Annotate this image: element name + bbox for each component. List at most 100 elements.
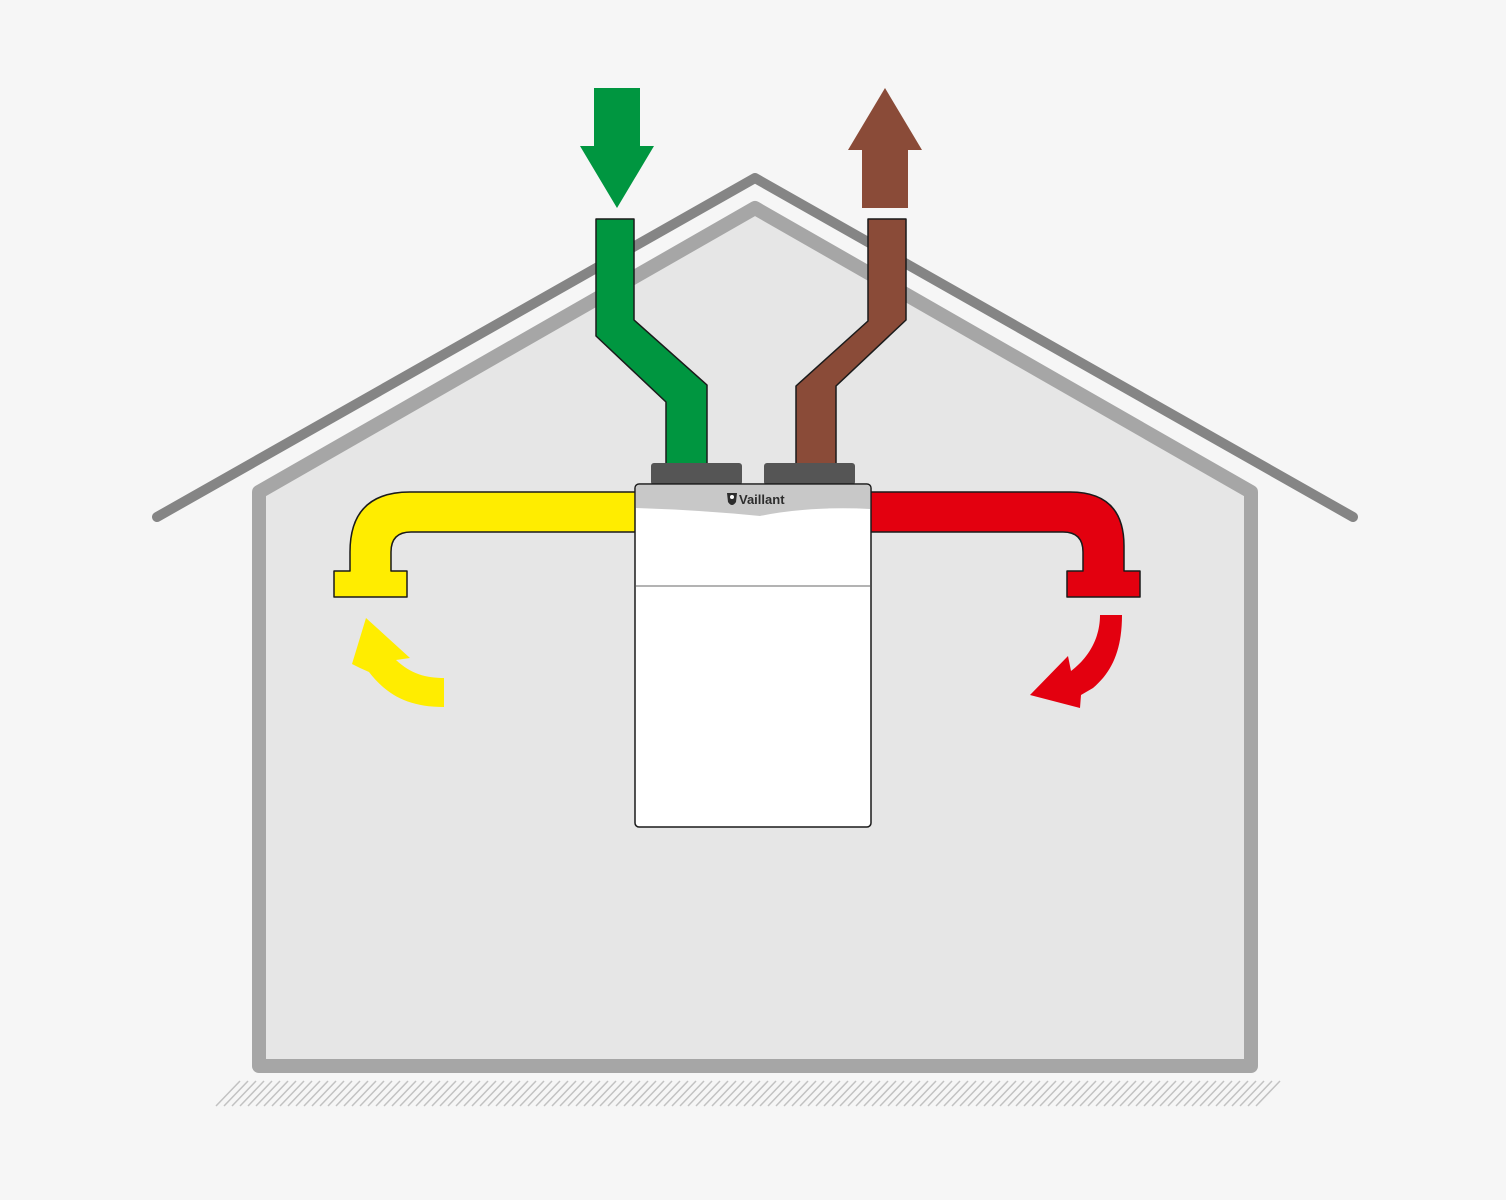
curved-arrow-icon <box>352 618 444 707</box>
ground-hatch-line <box>1255 1080 1281 1107</box>
ground-hatch-line <box>1223 1080 1249 1107</box>
ground-hatch-line <box>1215 1080 1241 1107</box>
ground-hatch-line <box>1127 1080 1153 1107</box>
ground-hatch-line <box>1031 1080 1057 1107</box>
supply-air-duct <box>333 491 637 598</box>
ground-hatch-line <box>1135 1080 1161 1107</box>
ground-hatch-line <box>391 1080 417 1107</box>
ground-hatch-line <box>591 1080 617 1107</box>
ground-hatch-line <box>975 1080 1001 1107</box>
ground-hatch-line <box>655 1080 681 1107</box>
ground-hatch-line <box>1055 1080 1081 1107</box>
ground-hatch-line <box>847 1080 873 1107</box>
ground-hatch-line <box>775 1080 801 1107</box>
ground-hatch-line <box>503 1080 529 1107</box>
ground-hatch-line <box>1039 1080 1065 1107</box>
ground-hatch-line <box>559 1080 585 1107</box>
ground-hatch-line <box>831 1080 857 1107</box>
ground-hatch-line <box>743 1080 769 1107</box>
connector-right <box>764 463 855 485</box>
ground-hatch-line <box>439 1080 465 1107</box>
ground-hatch-line <box>679 1080 705 1107</box>
ground-hatch-line <box>487 1080 513 1107</box>
ground-hatch-line <box>1247 1080 1273 1107</box>
ground-hatch-line <box>911 1080 937 1107</box>
ground-hatch-line <box>423 1080 449 1107</box>
ground-hatch-line <box>447 1080 473 1107</box>
ground-hatch-line <box>1143 1080 1169 1107</box>
ground-hatch-line <box>1231 1080 1257 1107</box>
ground-hatch-line <box>639 1080 665 1107</box>
curved-arrow-icon <box>1030 615 1122 708</box>
ground-hatch-line <box>1071 1080 1097 1107</box>
ground-hatch-line <box>1239 1080 1265 1107</box>
ground-hatch-line <box>807 1080 833 1107</box>
ground-hatch-line <box>527 1080 553 1107</box>
ground-hatch-line <box>1063 1080 1089 1107</box>
ground-hatch-line <box>919 1080 945 1107</box>
ground-hatch-line <box>895 1080 921 1107</box>
ground-hatch-line <box>263 1080 289 1107</box>
ground-hatch-line <box>615 1080 641 1107</box>
ground-hatch-line <box>383 1080 409 1107</box>
ground-hatch-line <box>767 1080 793 1107</box>
ground-hatch-line <box>623 1080 649 1107</box>
ground-hatch-line <box>303 1080 329 1107</box>
ground-hatch-line <box>479 1080 505 1107</box>
ground-hatch-line <box>319 1080 345 1107</box>
ground-hatch-line <box>959 1080 985 1107</box>
ground-hatch-line <box>879 1080 905 1107</box>
ground-hatch-line <box>823 1080 849 1107</box>
ground-hatch-line <box>735 1080 761 1107</box>
ground-hatch-line <box>647 1080 673 1107</box>
ground-hatch-line <box>279 1080 305 1107</box>
ground-hatch-line <box>663 1080 689 1107</box>
ground-hatch-line <box>463 1080 489 1107</box>
ground-hatch-line <box>215 1080 241 1107</box>
brand-name: Vaillant <box>739 492 785 507</box>
roof-line <box>152 173 1358 522</box>
ground-hatch-line <box>799 1080 825 1107</box>
ground-hatch-line <box>351 1080 377 1107</box>
ground-hatch-line <box>599 1080 625 1107</box>
ground-hatch-line <box>1007 1080 1033 1107</box>
ground-hatch-line <box>703 1080 729 1107</box>
ground-hatch-line <box>399 1080 425 1107</box>
ground-hatch-line <box>687 1080 713 1107</box>
ground-hatch-line <box>519 1080 545 1107</box>
ground-hatch-line <box>567 1080 593 1107</box>
ground-hatch-line <box>511 1080 537 1107</box>
extract-air-duct <box>869 491 1141 598</box>
ground-hatch-line <box>231 1080 257 1107</box>
ground-hatch-line <box>943 1080 969 1107</box>
down-arrow-icon <box>580 88 654 208</box>
ground-hatch-line <box>991 1080 1017 1107</box>
ground-hatch-line <box>1175 1080 1201 1107</box>
ground-hatch-line <box>1119 1080 1145 1107</box>
ground-hatch-line <box>951 1080 977 1107</box>
ground-hatch-line <box>1111 1080 1137 1107</box>
up-arrow-icon <box>848 88 922 208</box>
ground-hatch-line <box>935 1080 961 1107</box>
ground-hatch-line <box>695 1080 721 1107</box>
ground-hatch-line <box>1095 1080 1121 1107</box>
ground-hatch-line <box>359 1080 385 1107</box>
ground-hatch-line <box>551 1080 577 1107</box>
ground-hatch-line <box>255 1080 281 1107</box>
ground-hatch-line <box>815 1080 841 1107</box>
ground-hatch-line <box>1015 1080 1041 1107</box>
ground-hatch-line <box>999 1080 1025 1107</box>
unit-body <box>634 483 872 828</box>
ground-hatch-line <box>967 1080 993 1107</box>
ground-hatch-line <box>631 1080 657 1107</box>
ground-hatch-line <box>543 1080 569 1107</box>
ground-hatch-line <box>311 1080 337 1107</box>
ground-hatch-line <box>1079 1080 1105 1107</box>
ground-hatch-line <box>223 1080 249 1107</box>
ground-hatch-line <box>983 1080 1009 1107</box>
ground-hatch-line <box>1191 1080 1217 1107</box>
ground-hatch-line <box>711 1080 737 1107</box>
ground-hatch-line <box>335 1080 361 1107</box>
ground-hatch-line <box>1159 1080 1185 1107</box>
ground-hatch-line <box>727 1080 753 1107</box>
